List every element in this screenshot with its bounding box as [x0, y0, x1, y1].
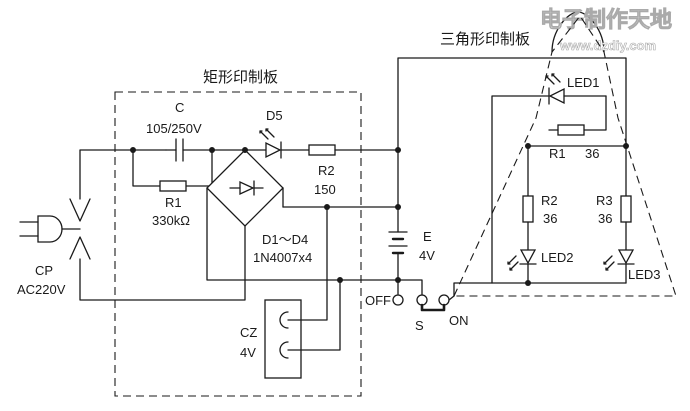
cap-name: C [175, 100, 184, 115]
tri-r1-name: R1 [549, 146, 566, 161]
triangular-board-outline [453, 15, 677, 297]
cz-value: 4V [240, 345, 256, 360]
resistor-r2-series [308, 144, 336, 156]
cz-name: CZ [240, 325, 257, 340]
resistor-r1-bleed [159, 180, 187, 192]
cap-value: 105/250V [146, 121, 202, 136]
switch-on-label: ON [449, 313, 469, 328]
resistor-tri-r2 [522, 195, 534, 223]
bridge-name: D1～D4 [262, 232, 308, 247]
watermark-url: www.dzdiy.com [559, 38, 656, 53]
led-d5 [259, 128, 310, 159]
rectangular-board-outline [114, 91, 362, 397]
plug-name: CP [35, 263, 53, 278]
r2-name: R2 [318, 163, 335, 178]
switch-off-label: OFF [365, 293, 391, 308]
led3-label: LED3 [628, 267, 661, 282]
switch-name: S [415, 318, 424, 333]
tri-r2-name: R2 [541, 193, 558, 208]
rect-board-title: 矩形印制板 [203, 68, 278, 86]
switch-s[interactable] [392, 279, 455, 312]
led1-label: LED1 [567, 75, 600, 90]
bridge-rectifier [206, 149, 284, 227]
plug-value: AC220V [17, 282, 66, 297]
tri-board-title: 三角形印制板 [440, 30, 530, 48]
capacitor-c [165, 138, 213, 162]
led2 [519, 249, 537, 265]
tri-r2-value: 36 [543, 211, 557, 226]
led1 [545, 73, 607, 105]
d5-label: D5 [266, 108, 283, 123]
battery-value: 4V [419, 248, 435, 263]
watermark-logo: 电子制作天地 www.dzdiy.com [540, 8, 673, 54]
junction-dots [130, 143, 629, 286]
r2-value: 150 [314, 182, 336, 197]
socket-cz [264, 299, 302, 379]
bridge-value: 1N4007x4 [253, 250, 312, 265]
watermark-name: 电子制作天地 [540, 8, 672, 33]
tri-r1-value: 36 [585, 146, 599, 161]
resistor-tri-r3 [620, 195, 632, 223]
tri-r3-name: R3 [596, 193, 613, 208]
r1-name: R1 [165, 195, 182, 210]
battery-name: E [423, 229, 432, 244]
resistor-tri-r1 [557, 124, 585, 136]
ac-plug [19, 198, 91, 260]
battery-e [388, 206, 408, 281]
tri-r3-value: 36 [598, 211, 612, 226]
r1-value: 330kΩ [152, 213, 190, 228]
led2-label: LED2 [541, 250, 574, 265]
led3 [617, 249, 635, 265]
